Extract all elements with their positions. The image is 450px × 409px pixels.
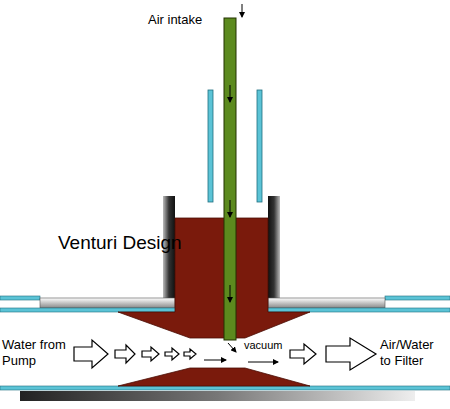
flange bbox=[268, 298, 385, 308]
air-jet-arrow bbox=[248, 362, 278, 363]
air-arrow bbox=[230, 200, 231, 217]
diagram-title: Venturi Design bbox=[58, 232, 182, 255]
air-tube bbox=[224, 18, 236, 340]
base-bar bbox=[20, 391, 415, 401]
air-jet-arrow bbox=[204, 360, 226, 361]
inlet-label: Water from Pump bbox=[2, 337, 74, 368]
intake-arrow bbox=[242, 4, 243, 17]
collar bbox=[268, 196, 280, 300]
air-arrow bbox=[230, 285, 231, 302]
flow-arrows bbox=[74, 338, 376, 370]
flange bbox=[40, 298, 175, 308]
venturi-lower bbox=[118, 368, 310, 386]
cyan-tube bbox=[208, 90, 213, 202]
vacuum-label: vacuum bbox=[244, 339, 283, 352]
pipe-wall bbox=[0, 386, 450, 390]
pipe-wall bbox=[385, 296, 450, 300]
pipe-wall bbox=[0, 296, 40, 300]
air-arrow bbox=[230, 85, 231, 102]
intake-label: Air intake bbox=[148, 12, 202, 28]
outlet-label: Air/Water to Filter bbox=[380, 337, 448, 368]
air-jet-arrow bbox=[228, 343, 236, 352]
cyan-tube bbox=[257, 90, 262, 202]
